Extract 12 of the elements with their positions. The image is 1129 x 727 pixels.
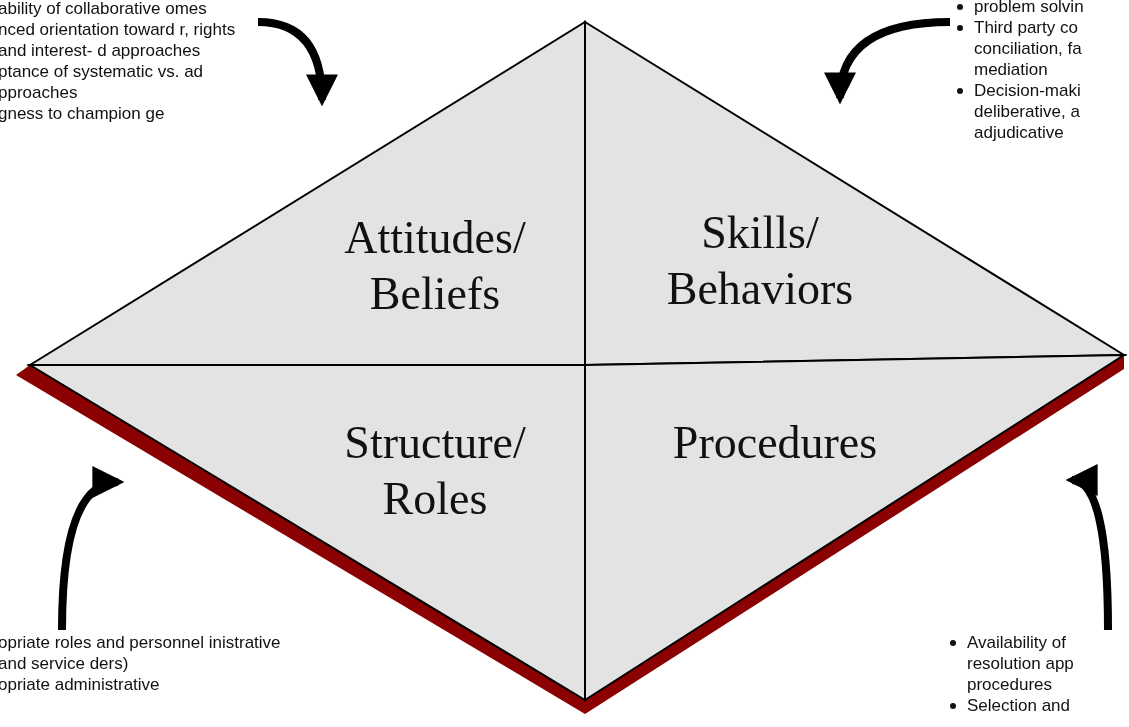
bullet-item: Decision-maki deliberative, a adjudicative <box>974 80 1112 143</box>
bullet-item: Third party co conciliation, fa mediation <box>974 17 1112 80</box>
curved-arrow <box>58 469 125 631</box>
bullet-item: problem solvin <box>974 0 1112 17</box>
bullet-item: Availability of resolution app procedures <box>967 632 1115 695</box>
bullet-item: Selection and <box>967 695 1115 716</box>
quadrant-title: Procedures <box>671 416 879 470</box>
curved-arrow <box>257 18 338 107</box>
quadrant-title: Structure/ Roles <box>343 416 527 526</box>
quadrant-title: Skills/ Behaviors <box>665 206 855 316</box>
quadrant-title: Attitudes/ Beliefs <box>343 211 527 321</box>
curved-arrow <box>825 18 951 105</box>
